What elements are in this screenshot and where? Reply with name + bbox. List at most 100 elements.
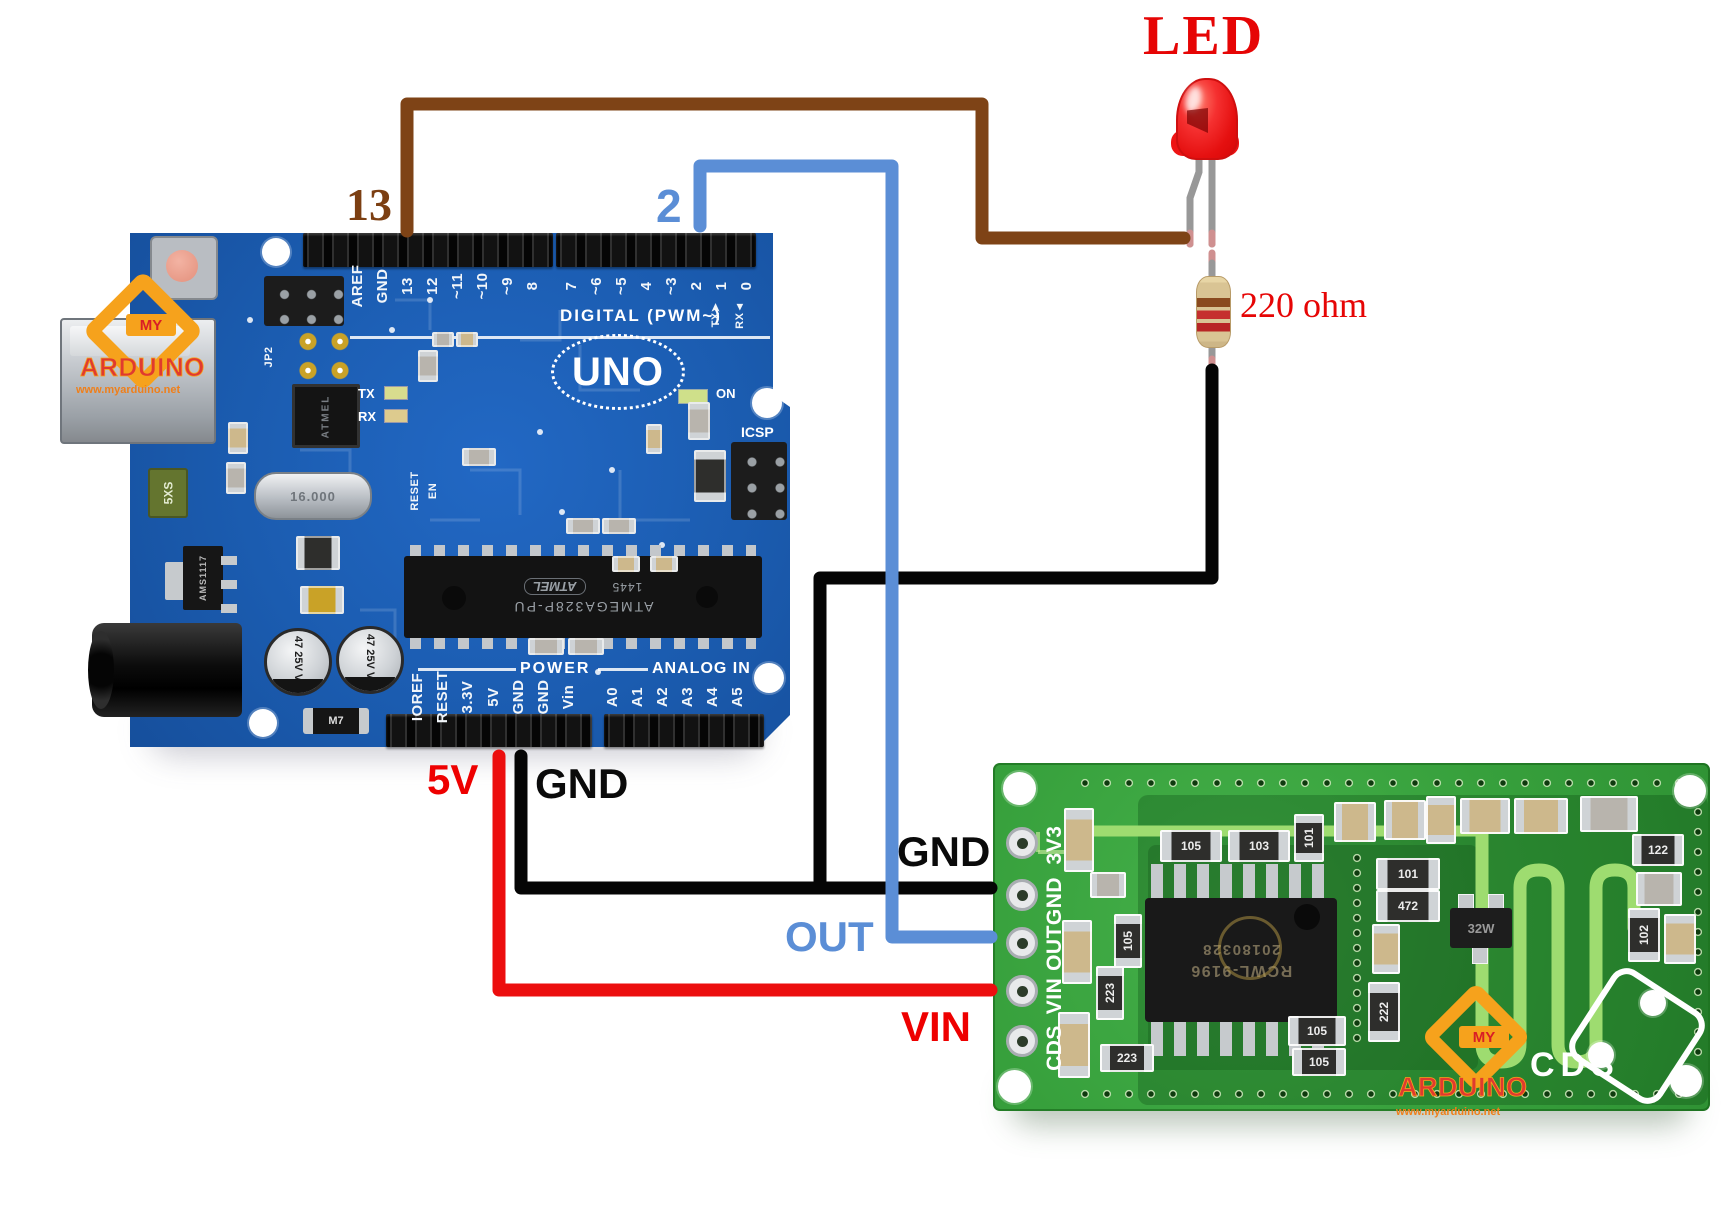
- smd-code: 105: [1121, 930, 1135, 952]
- usb-mcu-chip: ATMEL: [292, 384, 360, 448]
- smd-code: 223: [1116, 1051, 1138, 1065]
- electrolytic-capacitor: 47 25V VT: [336, 626, 404, 694]
- pin-label-4: 4: [638, 281, 655, 291]
- pin-label-5v: 5V: [485, 687, 502, 707]
- smd-component: [694, 450, 726, 502]
- transistor-marking: 32W: [1467, 920, 1495, 936]
- pin-label-gnd: GND: [510, 679, 527, 715]
- smd-code: 101: [1397, 867, 1419, 881]
- pin-label-5: ~5: [613, 276, 630, 296]
- smd-component: 103: [1228, 830, 1290, 862]
- smd-component: [1580, 796, 1638, 832]
- led-leg-anode: [1186, 146, 1203, 248]
- smd-component: [296, 536, 340, 570]
- smd-code: 105: [1180, 839, 1202, 853]
- pin-label-9: ~9: [499, 276, 516, 296]
- smd-component: [566, 518, 600, 534]
- smd-component: [456, 332, 478, 347]
- dc-power-jack: [88, 623, 242, 717]
- usb-mcu-brand: ATMEL: [320, 394, 332, 438]
- pin-label-vin: Vin: [560, 684, 577, 710]
- reset-button-cap: [166, 250, 198, 282]
- smd-component: 222: [1368, 982, 1400, 1042]
- smd-component: [1460, 798, 1510, 834]
- pin-hole-center: [1016, 889, 1028, 901]
- pin-label-a2: A2: [654, 686, 671, 708]
- silkscreen-line: [418, 668, 516, 671]
- smd-component: [646, 424, 662, 454]
- label-vin: VIN: [901, 1003, 972, 1050]
- smd-component: [432, 332, 454, 347]
- pin-label-10: ~10: [474, 272, 491, 300]
- reset-button: [150, 236, 218, 300]
- label-pin2: 2: [656, 180, 682, 232]
- jp2-pads: [288, 324, 352, 382]
- reset-silk-label: RESET: [409, 471, 421, 511]
- smd-component: [1514, 798, 1568, 834]
- power-header: [386, 714, 592, 747]
- smd-component: [1058, 1012, 1090, 1078]
- mounting-hole: [262, 238, 290, 266]
- smd-component: [688, 402, 710, 440]
- pin-label-a4: A4: [704, 686, 721, 708]
- smd-transistor: 32W: [1450, 908, 1512, 948]
- pin-label-8: 8: [524, 281, 541, 291]
- diode-marking: M7: [328, 715, 344, 727]
- power-caption: POWER: [520, 660, 591, 677]
- chip-dimple: [442, 586, 466, 610]
- voltage-regulator: AMS1117: [183, 546, 223, 610]
- module-pin-hole: [1006, 927, 1038, 959]
- chip-dimple: [696, 586, 718, 608]
- smd-component: [602, 518, 636, 534]
- smd-code: 105: [1308, 1055, 1330, 1069]
- label-5v: 5V: [427, 756, 479, 803]
- smd-component: [528, 638, 564, 655]
- mcu-brand-logo: ATMEL: [523, 578, 586, 596]
- myarduino-logo-banner: MY: [1459, 1026, 1509, 1048]
- myarduino-logo-name: ARDUINO: [1398, 1072, 1528, 1103]
- pin-label-a0: A0: [604, 686, 621, 708]
- capacitor-marking: 47 25V VT: [291, 636, 304, 688]
- silkscreen-line: [598, 668, 648, 671]
- regulator-leg: [221, 580, 237, 589]
- mcu-part-number: ATMEGA328P-PU: [512, 599, 654, 616]
- icsp-label: ICSP: [741, 424, 774, 440]
- pin-hole-center: [1016, 937, 1028, 949]
- smd-component: [1334, 802, 1376, 842]
- smd-component: [228, 422, 248, 454]
- pin-label-a3: A3: [679, 686, 696, 708]
- tx-led: [384, 386, 408, 400]
- logo-my-text: MY: [1472, 1028, 1496, 1046]
- icsp-header: [731, 442, 787, 520]
- ic-dimple: [1294, 904, 1320, 930]
- smd-component: [1372, 924, 1400, 974]
- smd-code: 122: [1647, 843, 1669, 857]
- smd-code: 222: [1377, 1001, 1391, 1023]
- jp2-label: JP2: [263, 346, 275, 368]
- board-name: UNO: [572, 349, 664, 394]
- tx-label: TX: [358, 386, 375, 401]
- smd-component: [418, 350, 438, 382]
- smd-code: 472: [1397, 899, 1419, 913]
- smd-component: 105: [1288, 1016, 1346, 1046]
- mounting-hole: [1674, 775, 1706, 807]
- smd-component: [1664, 914, 1696, 964]
- pin-label-aref: AREF: [349, 264, 366, 308]
- smd-component: [1062, 920, 1092, 984]
- pin-hole-center: [1016, 985, 1028, 997]
- on-label: ON: [716, 386, 736, 401]
- pin-label-11: ~11: [449, 272, 466, 300]
- mounting-hole: [1670, 1065, 1702, 1097]
- label-pin13: 13: [346, 179, 392, 230]
- smd-component: [568, 638, 604, 655]
- uno-logo-oval: UNO: [551, 334, 685, 410]
- smd-component: [300, 586, 344, 614]
- silkscreen-line: [350, 336, 770, 339]
- smd-diode: M7: [303, 708, 369, 734]
- smd-code: 103: [1248, 839, 1270, 853]
- smd-component: [1426, 796, 1456, 844]
- pin-label-a1: A1: [629, 686, 646, 708]
- smd-component: 472: [1376, 890, 1440, 922]
- electrolytic-capacitor: 47 25V VT: [264, 628, 332, 696]
